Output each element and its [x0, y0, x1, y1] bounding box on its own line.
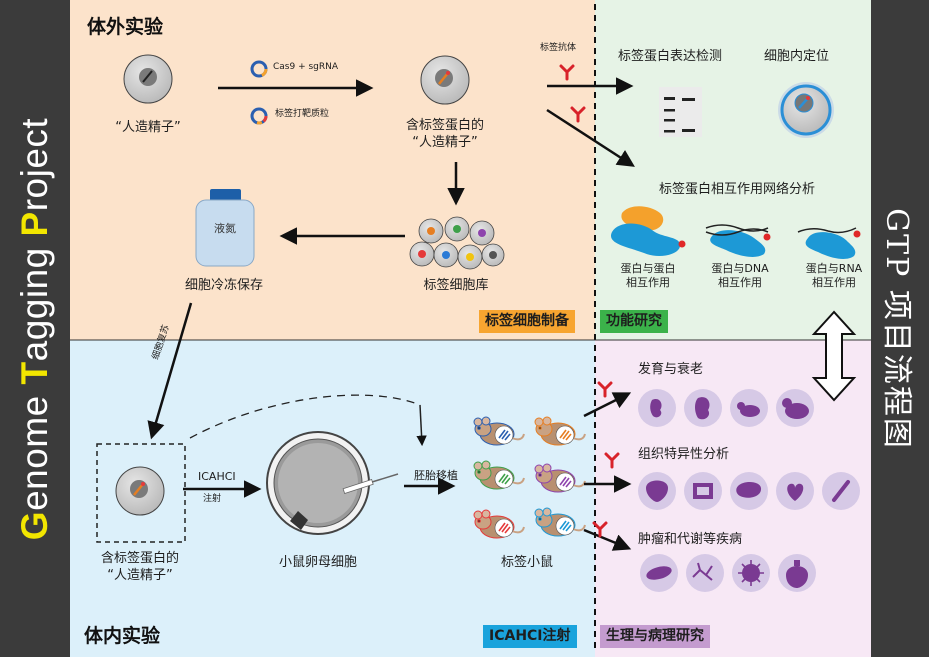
interaction-ppi-2: 相互作用 — [626, 276, 670, 289]
function-badge: 功能研究 — [600, 310, 668, 333]
localization-cell-icon — [778, 82, 834, 138]
in-vivo-title: 体内实验 — [84, 625, 161, 647]
tagged-sperm-vivo-label-1: 含标签蛋白的 — [100, 551, 180, 566]
tag-plasmid-icon — [250, 107, 268, 125]
cell-library-label: 标签细胞库 — [423, 278, 489, 293]
sperm-cell-icon — [123, 54, 173, 104]
network-label: 标签蛋白相互作用网络分析 — [658, 182, 816, 197]
function-panel — [595, 0, 871, 340]
protein-rna-icon — [797, 227, 861, 259]
tagged-sperm-icon-vivo — [115, 466, 165, 516]
tagged-mouse — [473, 509, 525, 539]
physiology-badge: 生理与病理研究 — [600, 625, 710, 648]
antibody-icon — [570, 106, 586, 123]
selection-box — [96, 443, 186, 543]
project-name-band: Genome Tagging Project — [0, 0, 70, 657]
tagged-mouse — [473, 416, 525, 446]
arrow-disease — [583, 528, 632, 551]
protein-dna-icon — [705, 224, 771, 257]
interaction-dna-2: 相互作用 — [718, 276, 762, 289]
western-blot-icon — [659, 87, 702, 137]
dashed-path — [189, 394, 421, 439]
tagged-sperm-label-2: “人造精子” — [412, 135, 478, 150]
transfer-label: 胚胎移植 — [414, 469, 458, 482]
localization-label: 细胞内定位 — [764, 49, 830, 64]
tissue-icons — [638, 472, 860, 510]
tagged-mouse — [534, 463, 586, 493]
arrow-development — [583, 392, 632, 418]
development-label: 发育与衰老 — [638, 362, 704, 377]
liquid-nitrogen-tank-icon — [195, 189, 255, 267]
cell-library-icon — [409, 216, 505, 270]
antibody-icon — [597, 381, 613, 398]
oocyte-icon — [266, 431, 399, 535]
tagged-sperm-label-1: 含标签蛋白的 — [405, 118, 485, 133]
cas9-plasmid-icon — [250, 60, 268, 78]
antibody-label: 标签抗体 — [540, 43, 577, 53]
cryo-label: 细胞冷冻保存 — [184, 278, 264, 293]
antibody-icon — [604, 452, 620, 469]
inject-label: 注射 — [203, 494, 222, 504]
plasmid-label: 标签打靶质粒 — [275, 109, 330, 119]
disease-label: 肿瘤和代谢等疾病 — [638, 532, 743, 547]
flow-title-band: GTP 项目流程图 — [871, 0, 929, 657]
disease-icons — [640, 554, 816, 592]
icahci-badge: ICAHCI注射 — [483, 625, 577, 648]
sperm-label: “人造精子” — [115, 120, 181, 135]
cas9-label: Cas9 + sgRNA — [273, 62, 339, 72]
tagged-sperm-vivo-label-2: “人造精子” — [107, 568, 173, 583]
interaction-ppi-1: 蛋白与蛋白 — [620, 262, 676, 275]
tagged-sperm-icon — [420, 55, 470, 105]
oocyte-label: 小鼠卵母细胞 — [278, 555, 358, 570]
antibody-icon — [559, 64, 575, 81]
tissue-label: 组织特异性分析 — [638, 447, 730, 462]
arrow-network — [546, 108, 635, 167]
cell-prep-badge: 标签细胞制备 — [479, 310, 575, 333]
tagged-mouse — [534, 416, 586, 446]
arrow-revive — [147, 302, 193, 440]
protein-protein-icon — [610, 206, 686, 257]
tagged-mouse — [473, 460, 525, 490]
expression-label: 标签蛋白表达检测 — [618, 49, 723, 64]
development-icons — [638, 389, 814, 427]
mice-label: 标签小鼠 — [500, 555, 554, 570]
interaction-dna-1: 蛋白与DNA — [711, 262, 769, 275]
in-vitro-title: 体外实验 — [87, 16, 164, 38]
interaction-rna-1: 蛋白与RNA — [805, 262, 863, 275]
tagged-mouse — [534, 507, 586, 537]
nitrogen-label: 液氮 — [214, 222, 236, 235]
bidirectional-arrow — [811, 310, 857, 402]
interaction-rna-2: 相互作用 — [812, 276, 856, 289]
icahci-label: ICAHCI — [198, 470, 236, 483]
